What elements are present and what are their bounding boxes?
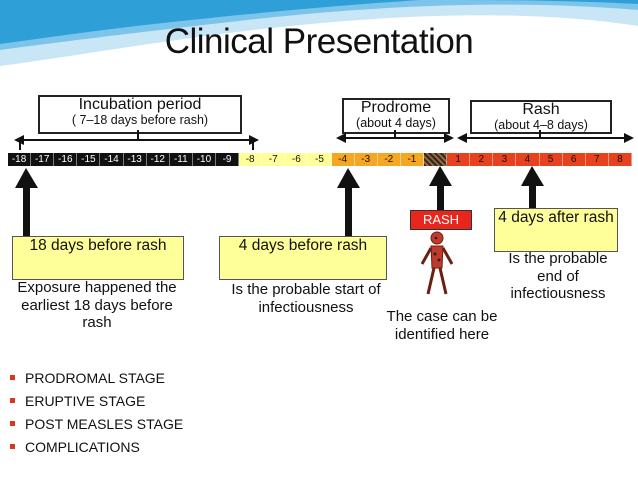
timeline-day-cell: -15 bbox=[77, 153, 101, 166]
timeline-day-cell: -6 bbox=[285, 153, 309, 166]
exposure-box: 18 days before rash bbox=[12, 236, 184, 280]
timeline-day-cell: -2 bbox=[377, 153, 401, 166]
prodrome-sub: (about 4 days) bbox=[356, 115, 436, 130]
infectious-start-arrow bbox=[337, 168, 360, 236]
rash-period-title: Rash bbox=[522, 101, 560, 118]
timeline-day-cell: 1 bbox=[447, 153, 471, 166]
timeline-day-cell: 5 bbox=[539, 153, 563, 166]
timeline-day-cell: -9 bbox=[215, 153, 240, 166]
timeline-day-cell: -16 bbox=[54, 153, 78, 166]
timeline-day-cell: -4 bbox=[331, 153, 355, 166]
timeline-day-cell: 2 bbox=[470, 153, 494, 166]
rash-label: RASH bbox=[410, 210, 472, 230]
day-timeline: -18-17-16-15-14-13-12-11-10-9-8-7-6-5-4-… bbox=[8, 153, 632, 166]
exposure-note: Exposure happened the earliest 18 days b… bbox=[17, 279, 177, 332]
infectious-start-note: Is the probable start of infectiousness bbox=[231, 281, 381, 316]
timeline-day-cell: 8 bbox=[608, 153, 632, 166]
timeline-day-cell: 7 bbox=[585, 153, 609, 166]
bullet-square-icon bbox=[10, 398, 15, 403]
prodrome-title: Prodrome bbox=[360, 99, 432, 116]
bullet-square-icon bbox=[10, 375, 15, 380]
timeline-day-cell: 3 bbox=[493, 153, 517, 166]
timeline-day-cell: -18 bbox=[8, 153, 32, 166]
patient-figure-icon bbox=[420, 231, 454, 295]
timeline-day-cell: -14 bbox=[100, 153, 124, 166]
incubation-sub: ( 7–18 days before rash) bbox=[71, 112, 209, 127]
timeline-day-cell: -5 bbox=[308, 153, 332, 166]
timeline-day-cell bbox=[423, 153, 448, 166]
incubation-period-box: Incubation period ( 7–18 days before ras… bbox=[38, 95, 242, 134]
timeline-day-cell: 6 bbox=[562, 153, 586, 166]
timeline-day-cell: -1 bbox=[400, 153, 424, 166]
identified-note: The case can be identified here bbox=[386, 308, 498, 343]
list-item: POST MEASLES STAGE bbox=[10, 412, 183, 435]
header-swoosh bbox=[0, 0, 638, 66]
infectious-end-note: Is the probable end of infectiousness bbox=[508, 250, 608, 303]
timeline-day-cell: -12 bbox=[146, 153, 170, 166]
timeline-day-cell: -8 bbox=[239, 153, 263, 166]
timeline-day-cell: -11 bbox=[169, 153, 193, 166]
list-item: ERUPTIVE STAGE bbox=[10, 389, 183, 412]
timeline-day-cell: -10 bbox=[192, 153, 216, 166]
timeline-day-cell: -3 bbox=[354, 153, 378, 166]
rash-period-sub: (about 4–8 days) bbox=[494, 117, 588, 132]
incubation-title: Incubation period bbox=[78, 96, 202, 113]
prodrome-box: Prodrome (about 4 days) bbox=[342, 98, 450, 134]
timeline-day-cell: -7 bbox=[262, 153, 286, 166]
slide-title: Clinical Presentation bbox=[164, 22, 474, 61]
timeline-day-cell: 4 bbox=[516, 153, 540, 166]
infectious-end-arrow bbox=[521, 166, 544, 208]
bullet-square-icon bbox=[10, 421, 15, 426]
timeline-day-cell: -17 bbox=[31, 153, 55, 166]
infectious-start-box: 4 days before rash bbox=[219, 236, 387, 280]
exposure-arrow bbox=[15, 168, 38, 236]
infectious-end-box: 4 days after rash bbox=[494, 208, 618, 252]
identified-arrow bbox=[429, 166, 452, 210]
list-item: PRODROMAL STAGE bbox=[10, 366, 183, 389]
list-item: COMPLICATIONS bbox=[10, 435, 183, 458]
bullet-square-icon bbox=[10, 444, 15, 449]
timeline-day-cell: -13 bbox=[123, 153, 147, 166]
stage-list: PRODROMAL STAGE ERUPTIVE STAGE POST MEAS… bbox=[10, 366, 183, 458]
